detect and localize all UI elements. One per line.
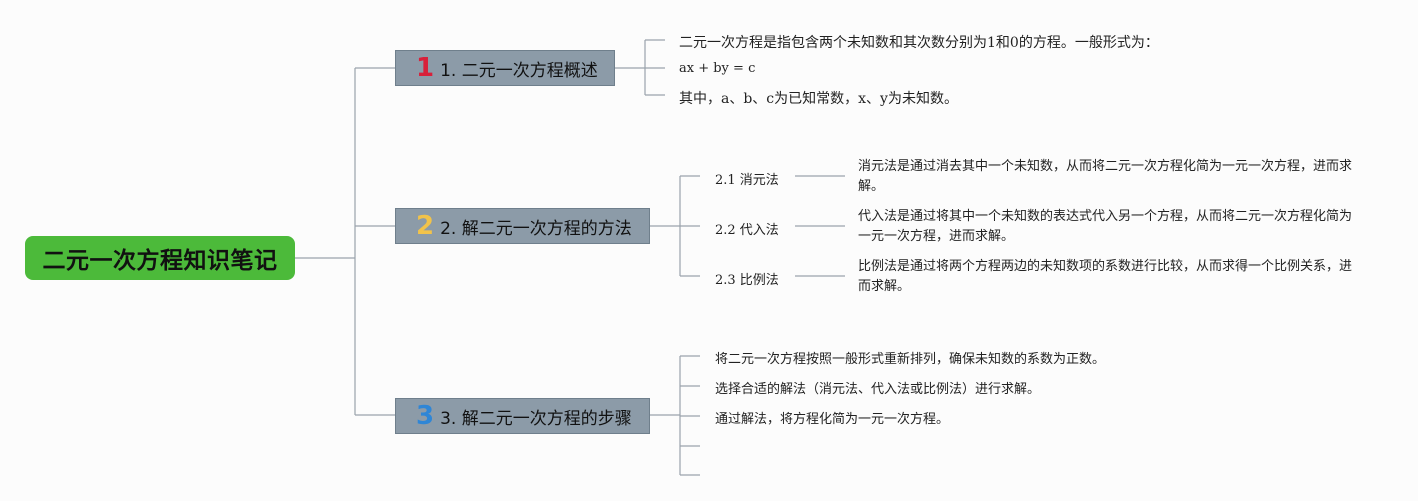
step-1: 将二元一次方程按照一般形式重新排列，确保未知数的系数为正数。 xyxy=(715,352,1106,367)
step-2: 选择合适的解法（消元法、代入法或比例法）进行求解。 xyxy=(715,382,1041,397)
branch-methods-label: 2. 解二元一次方程的方法 xyxy=(440,218,632,239)
branch-overview-label: 1. 二元一次方程概述 xyxy=(440,60,598,81)
number-three-icon: 3 xyxy=(416,401,435,431)
step-3: 通过解法，将方程化简为一元一次方程。 xyxy=(715,412,950,427)
root-topic[interactable]: 二元一次方程知识笔记 xyxy=(25,236,295,280)
overview-definition: 二元一次方程是指包含两个未知数和其次数分别为1和0的方程。一般形式为： xyxy=(679,35,1159,51)
method-ratio-label[interactable]: 2.3 比例法 xyxy=(715,273,779,288)
method-elimination-desc: 消元法是通过消去其中一个未知数，从而将二元一次方程化简为一元一次方程，进而求解。 xyxy=(858,159,1353,194)
number-one-icon: 1 xyxy=(416,53,435,83)
branch-overview[interactable]: 1 1. 二元一次方程概述 xyxy=(395,50,615,86)
overview-variables: 其中，a、b、c为已知常数，x、y为未知数。 xyxy=(679,91,958,107)
branch-steps[interactable]: 3 3. 解二元一次方程的步骤 xyxy=(395,398,650,434)
overview-formula: ax + by = c xyxy=(679,61,756,76)
branch-steps-label: 3. 解二元一次方程的步骤 xyxy=(440,408,632,429)
number-two-icon: 2 xyxy=(416,211,435,241)
method-ratio-desc: 比例法是通过将两个方程两边的未知数项的系数进行比较，从而求得一个比例关系，进而求… xyxy=(858,259,1353,294)
branch-methods[interactable]: 2 2. 解二元一次方程的方法 xyxy=(395,208,650,244)
method-substitution-desc: 代入法是通过将其中一个未知数的表达式代入另一个方程，从而将二元一次方程化简为一元… xyxy=(858,209,1353,244)
method-elimination-label[interactable]: 2.1 消元法 xyxy=(715,173,779,188)
method-substitution-label[interactable]: 2.2 代入法 xyxy=(715,223,779,238)
